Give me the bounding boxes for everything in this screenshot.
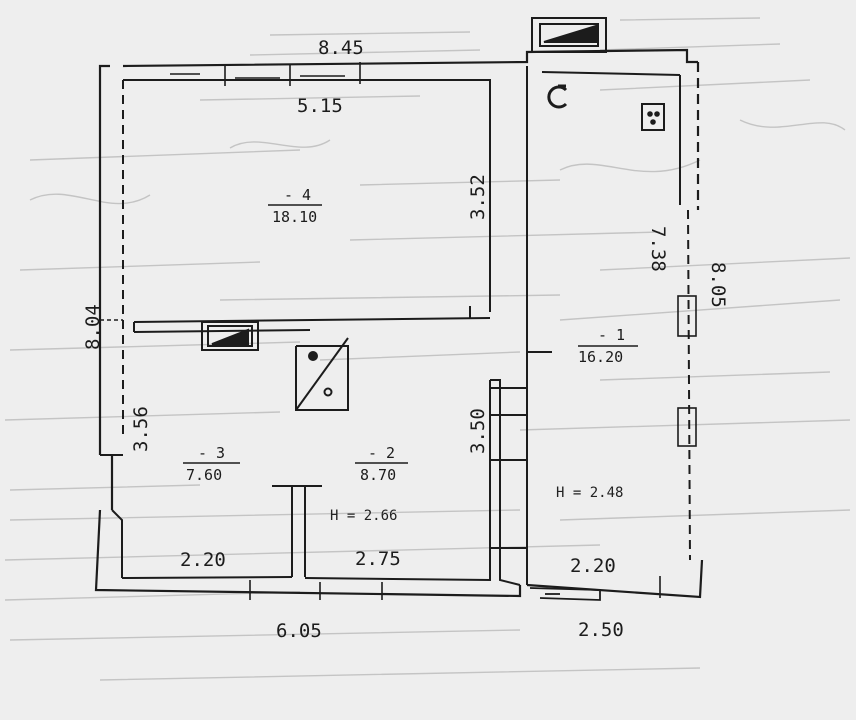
room-4-number: - 4: [284, 186, 311, 204]
entrance-steps: [529, 587, 601, 601]
dim-bottom-left-inner: 2.20: [180, 549, 226, 571]
room-2-area: 8.70: [360, 466, 396, 484]
dim-center-lower: 3.50: [467, 408, 489, 454]
room-4-area: 18.10: [272, 208, 317, 226]
dim-top-inner: 5.15: [297, 95, 343, 117]
room-1-area: 16.20: [578, 348, 623, 366]
dim-bottom-outer-left: 6.05: [276, 620, 322, 642]
doors: [272, 306, 552, 549]
chimney-top: [531, 17, 607, 53]
boiler-icon: [547, 84, 568, 109]
windows: [100, 62, 697, 600]
height-right: H = 2.48: [556, 485, 623, 501]
dim-right-outer: 8.05: [707, 262, 729, 308]
sink-icon: [641, 103, 665, 131]
room-3-number: - 3: [198, 444, 225, 462]
dim-top-outer: 8.45: [318, 37, 364, 59]
stove-icon: [295, 337, 349, 411]
room-1-number: - 1: [598, 326, 625, 344]
room-fraction-lines: [183, 204, 638, 464]
background-scribbles: [4, 17, 851, 681]
dim-bottom-outer-right: 2.50: [578, 619, 624, 641]
dim-bottom-mid-inner: 2.75: [355, 548, 401, 570]
dim-left-outer: 8.04: [82, 304, 104, 350]
room-3-area: 7.60: [186, 466, 222, 484]
chimney-mid: [201, 321, 259, 351]
inner-walls: [100, 66, 691, 586]
dim-left-lower: 3.56: [130, 406, 152, 452]
outer-walls: [94, 48, 704, 599]
height-left: H = 2.66: [330, 508, 397, 524]
dim-center-upper: 3.52: [467, 174, 489, 220]
room-2-number: - 2: [368, 444, 395, 462]
dim-bottom-right-inner: 2.20: [570, 555, 616, 577]
dim-right-inner: 7.38: [647, 226, 669, 272]
